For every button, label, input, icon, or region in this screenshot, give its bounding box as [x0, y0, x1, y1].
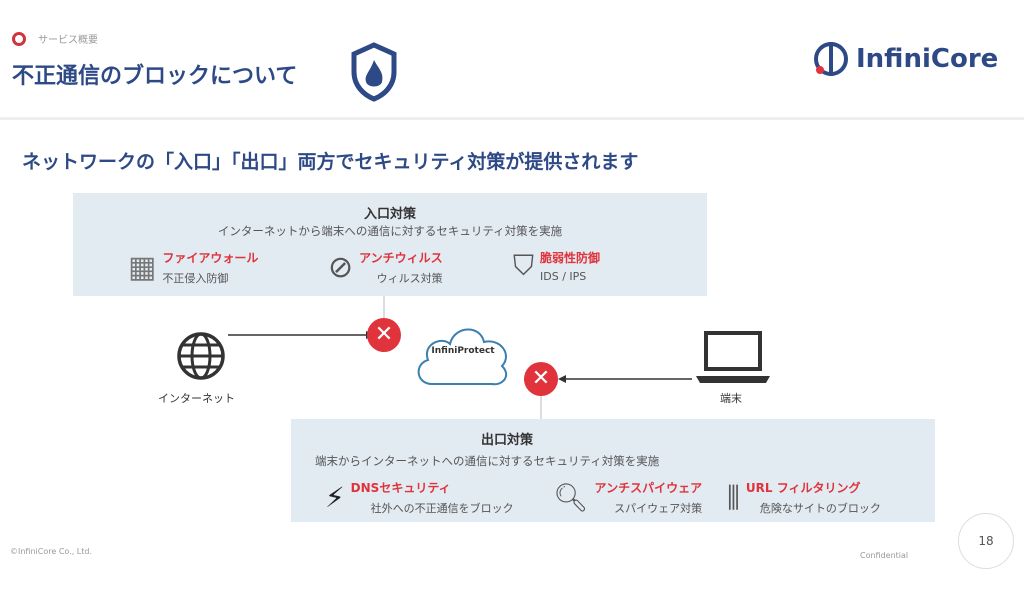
internet-label: インターネット	[158, 392, 235, 405]
logo-text: InfiniCore	[856, 44, 999, 74]
inbound-desc: インターネットから端末への通信に対するセキュリティ対策を実施	[217, 224, 563, 238]
outbound-box: 出口対策 端末からインターネットへの通信に対するセキュリティ対策を実施 ⚡DNS…	[291, 419, 935, 522]
subheading: ネットワークの「入口」「出口」両方でセキュリティ対策が提供されます	[22, 151, 639, 173]
page-title: 不正通信のブロックについて	[12, 64, 298, 89]
block-inbound-icon: ✕	[367, 318, 401, 352]
firewall-icon: ▦	[128, 250, 157, 285]
feature-antivirus: ⊘アンチウィルスウィルス対策	[328, 250, 443, 285]
outbound-desc: 端末からインターネットへの通信に対するセキュリティ対策を実施	[315, 454, 660, 468]
section-bullet-icon	[12, 32, 26, 46]
filter-icon: ⫼	[727, 480, 740, 514]
cloud-label: InfiniProtect	[431, 346, 495, 356]
block-outbound-icon: ✕	[524, 362, 558, 396]
section-label: サービス概要	[38, 35, 98, 46]
feature-antispyware: 🔍︎アンチスパイウェアスパイウェア対策	[553, 481, 703, 515]
page-number: 18	[958, 513, 1014, 569]
feature-url-filter: ⫼URL フィルタリング危険なサイトのブロック	[727, 480, 881, 516]
laptop-icon	[696, 331, 770, 383]
globe-icon	[177, 332, 225, 380]
dns-icon: ⚡	[325, 481, 345, 514]
header-divider	[0, 117, 1024, 120]
virus-icon: ⊘	[328, 250, 354, 285]
confidential-label: Confidential	[860, 551, 909, 560]
feature-dns: ⚡DNSセキュリティ社外への不正通信をブロック	[325, 481, 514, 515]
logo-icon	[814, 42, 848, 76]
copyright: ©InfiniCore Co., Ltd.	[10, 547, 93, 556]
inbound-title: 入口対策	[363, 207, 416, 222]
inbound-box: 入口対策 インターネットから端末への通信に対するセキュリティ対策を実施 ▦ファイ…	[73, 193, 707, 296]
cloud-icon	[417, 328, 508, 386]
shield-fire-icon	[351, 42, 397, 102]
logo: InfiniCore	[812, 40, 998, 78]
feature-firewall: ▦ファイアウォール不正侵入防御	[128, 250, 259, 285]
device-label: 端末	[720, 392, 742, 405]
magnifier-icon: 🔍︎	[553, 481, 589, 514]
shield-gear-icon: ⛉	[513, 249, 535, 282]
outbound-title: 出口対策	[481, 433, 534, 448]
